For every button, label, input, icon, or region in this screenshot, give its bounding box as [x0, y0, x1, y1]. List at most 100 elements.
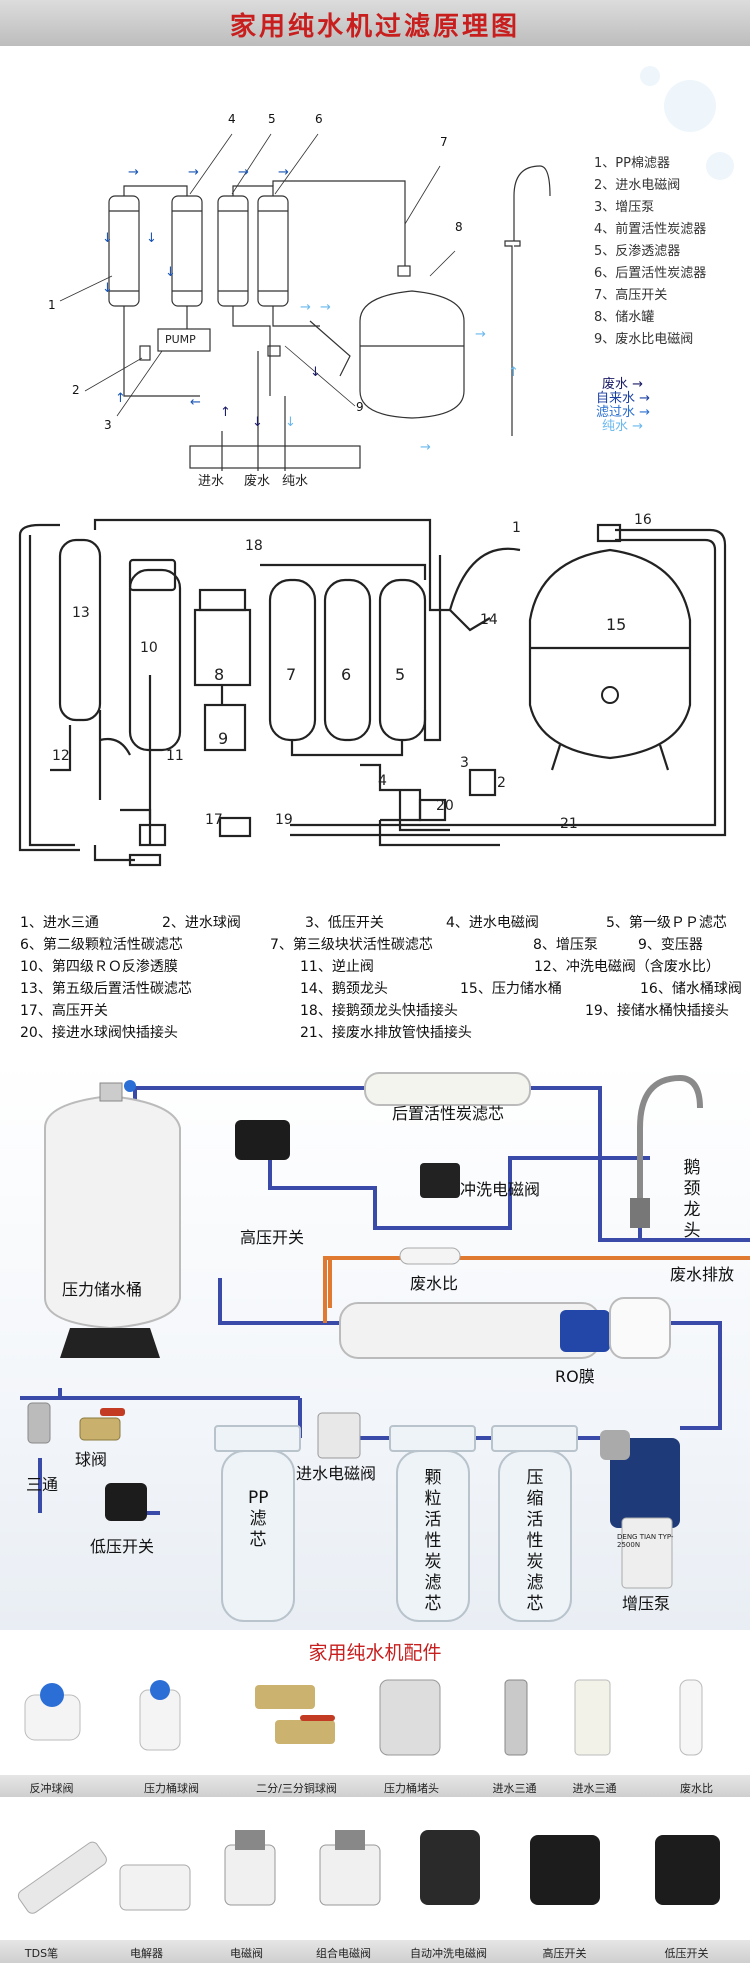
accessory-caption: 高压开关 — [542, 1947, 587, 1960]
accessory-caption: 压力桶堵头 — [384, 1782, 439, 1795]
diagram-number-6: 6 — [315, 112, 323, 126]
filter-4 — [171, 195, 203, 307]
component-number-1: 1 — [512, 520, 521, 536]
connection-illustration: 后置活性炭滤芯 鹅颈龙头 压力储水桶 高压开关 冲洗电磁阀 废水比 废水排放 R… — [0, 1058, 750, 1630]
accessory-caption: 进水三通 — [492, 1782, 537, 1795]
diagram-number-7: 7 — [440, 135, 448, 149]
accessories-title: 家用纯水机配件 — [308, 1642, 442, 1664]
pp-housing — [214, 1425, 301, 1452]
svg-text:→: → — [128, 165, 139, 180]
svg-text:→: → — [420, 440, 431, 455]
label-compressed: 压缩活性炭滤芯 — [526, 1468, 544, 1614]
accessory-caption: 电磁阀 — [230, 1947, 263, 1960]
parts-list-item: 8、增压泵 — [533, 937, 598, 953]
component-number-5: 5 — [395, 665, 406, 684]
parts-list-item: 12、冲洗电磁阀（含废水比） — [534, 959, 720, 975]
component-number-8: 8 — [214, 665, 225, 684]
electrolyzer-image — [119, 1864, 191, 1911]
svg-text:→: → — [238, 165, 249, 180]
parts-list-item: 16、储水桶球阀 — [640, 981, 742, 997]
compressed-carbon-housing — [491, 1425, 578, 1452]
parts-list-item: 7、第三级块状活性碳滤芯 — [270, 937, 433, 953]
component-number-20: 20 — [436, 798, 454, 814]
parts-list-item: 20、接进水球阀快插接头 — [20, 1025, 178, 1041]
legend-item: 2、进水电磁阀 — [594, 178, 681, 193]
svg-text:↑: ↑ — [115, 391, 126, 406]
legend-item: 8、储水罐 — [594, 310, 655, 325]
label-low-switch: 低压开关 — [90, 1537, 155, 1556]
svg-text:→: → — [188, 165, 199, 180]
parts-list-item: 19、接储水桶快插接头 — [585, 1003, 729, 1019]
filter-1 — [108, 195, 140, 307]
flow-key-tap: 自来水 → — [596, 391, 651, 406]
waste-ratio-restrictor — [399, 1247, 461, 1265]
solenoid-valve-image — [224, 1844, 276, 1906]
waste-ratio-image — [679, 1679, 703, 1756]
connection-pipes — [20, 1072, 750, 1622]
component-number-9: 9 — [218, 729, 229, 748]
svg-text:↓: ↓ — [102, 231, 113, 246]
tee-fitting — [27, 1402, 51, 1444]
label-pump: 增压泵 — [622, 1594, 671, 1613]
label-ro: RO膜 — [555, 1367, 595, 1386]
parts-list-item: 6、第二级颗粒活性碳滤芯 — [20, 937, 183, 953]
inlet-solenoid — [139, 345, 151, 361]
svg-text:↓: ↓ — [252, 415, 263, 430]
parts-list-item: 10、第四级ＲＯ反渗透膜 — [20, 959, 178, 975]
high-pressure-switch — [235, 1120, 290, 1160]
svg-text:↓: ↓ — [310, 365, 321, 380]
parts-list-item: 5、第一级ＰＰ滤芯 — [606, 915, 727, 931]
component-number-12: 12 — [52, 748, 70, 764]
accessory-caption: 废水比 — [680, 1782, 713, 1795]
accessories-row-1-images — [24, 1679, 703, 1756]
parts-list-item: 2、进水球阀 — [162, 915, 241, 931]
diagram-number-5: 5 — [268, 112, 276, 126]
label-tee: 三通 — [26, 1475, 59, 1494]
component-number-14: 14 — [480, 612, 498, 628]
label-post-filter: 后置活性炭滤芯 — [392, 1104, 505, 1123]
waste-label: 废水 — [244, 474, 271, 489]
pump-label: PUMP — [165, 333, 196, 346]
inlet-label: 进水 — [198, 474, 225, 489]
label-drain: 废水排放 — [670, 1265, 735, 1284]
label-high-switch: 高压开关 — [240, 1228, 305, 1247]
legend-item: 3、增压泵 — [594, 200, 655, 215]
flush-solenoid — [420, 1163, 460, 1198]
low-switch-image — [655, 1835, 720, 1905]
label-flush-valve: 冲洗电磁阀 — [460, 1180, 541, 1199]
faucet — [504, 165, 551, 436]
schematic-diagram: → → → → ↓ ↓ ↓ ↓ ↑ ← ↑ ↓ ↓ → → → ↓ → ↑ — [59, 66, 734, 471]
flow-key-filtered: 滤过水 → — [596, 405, 651, 420]
pressure-tank-15 — [528, 548, 692, 760]
svg-text:→: → — [278, 165, 289, 180]
label-inlet-valve: 进水电磁阀 — [296, 1464, 377, 1483]
filter-5 — [217, 195, 249, 307]
parts-list-item: 9、变压器 — [638, 937, 703, 953]
copper-ball-valve-image — [255, 1685, 315, 1709]
accessory-caption: 自动冲洗电磁阀 — [410, 1947, 487, 1960]
label-waste-ratio: 废水比 — [410, 1274, 459, 1293]
accessories-row-2-caption-bar — [0, 1940, 750, 1963]
parts-list: 1、进水三通 2、进水球阀 3、低压开关 4、进水电磁阀 5、第一级ＰＰ滤芯 6… — [0, 912, 750, 1052]
accessory-caption: 反冲球阀 — [29, 1782, 74, 1795]
accessory-caption: 电解器 — [130, 1947, 163, 1960]
transformer-9 — [203, 703, 247, 752]
post-carbon-filter-13 — [58, 538, 102, 722]
accessory-caption: 进水三通 — [572, 1782, 617, 1795]
low-pressure-switch — [105, 1483, 147, 1521]
accessory-caption: TDS笔 — [24, 1947, 59, 1960]
parts-list-item: 15、压力储水桶 — [460, 981, 562, 997]
parts-list-item: 18、接鹅颈龙头快插接头 — [300, 1003, 458, 1019]
svg-text:→: → — [300, 300, 311, 315]
label-pressure-tank: 压力储水桶 — [62, 1280, 143, 1299]
label-granular: 颗粒活性炭滤芯 — [424, 1468, 442, 1614]
diagram-number-1: 1 — [48, 298, 56, 312]
parts-list-item: 11、逆止阀 — [300, 959, 374, 975]
label-pp: PP滤芯 — [248, 1488, 269, 1550]
diagram-number-2: 2 — [72, 383, 80, 397]
parts-list-item: 3、低压开关 — [305, 915, 384, 931]
pressure-tank — [44, 1080, 181, 1358]
legend-item: 6、后置活性炭滤器 — [594, 266, 707, 281]
parts-list-item: 14、鹅颈龙头 — [300, 981, 388, 997]
inlet-solenoid-valve — [317, 1412, 361, 1459]
